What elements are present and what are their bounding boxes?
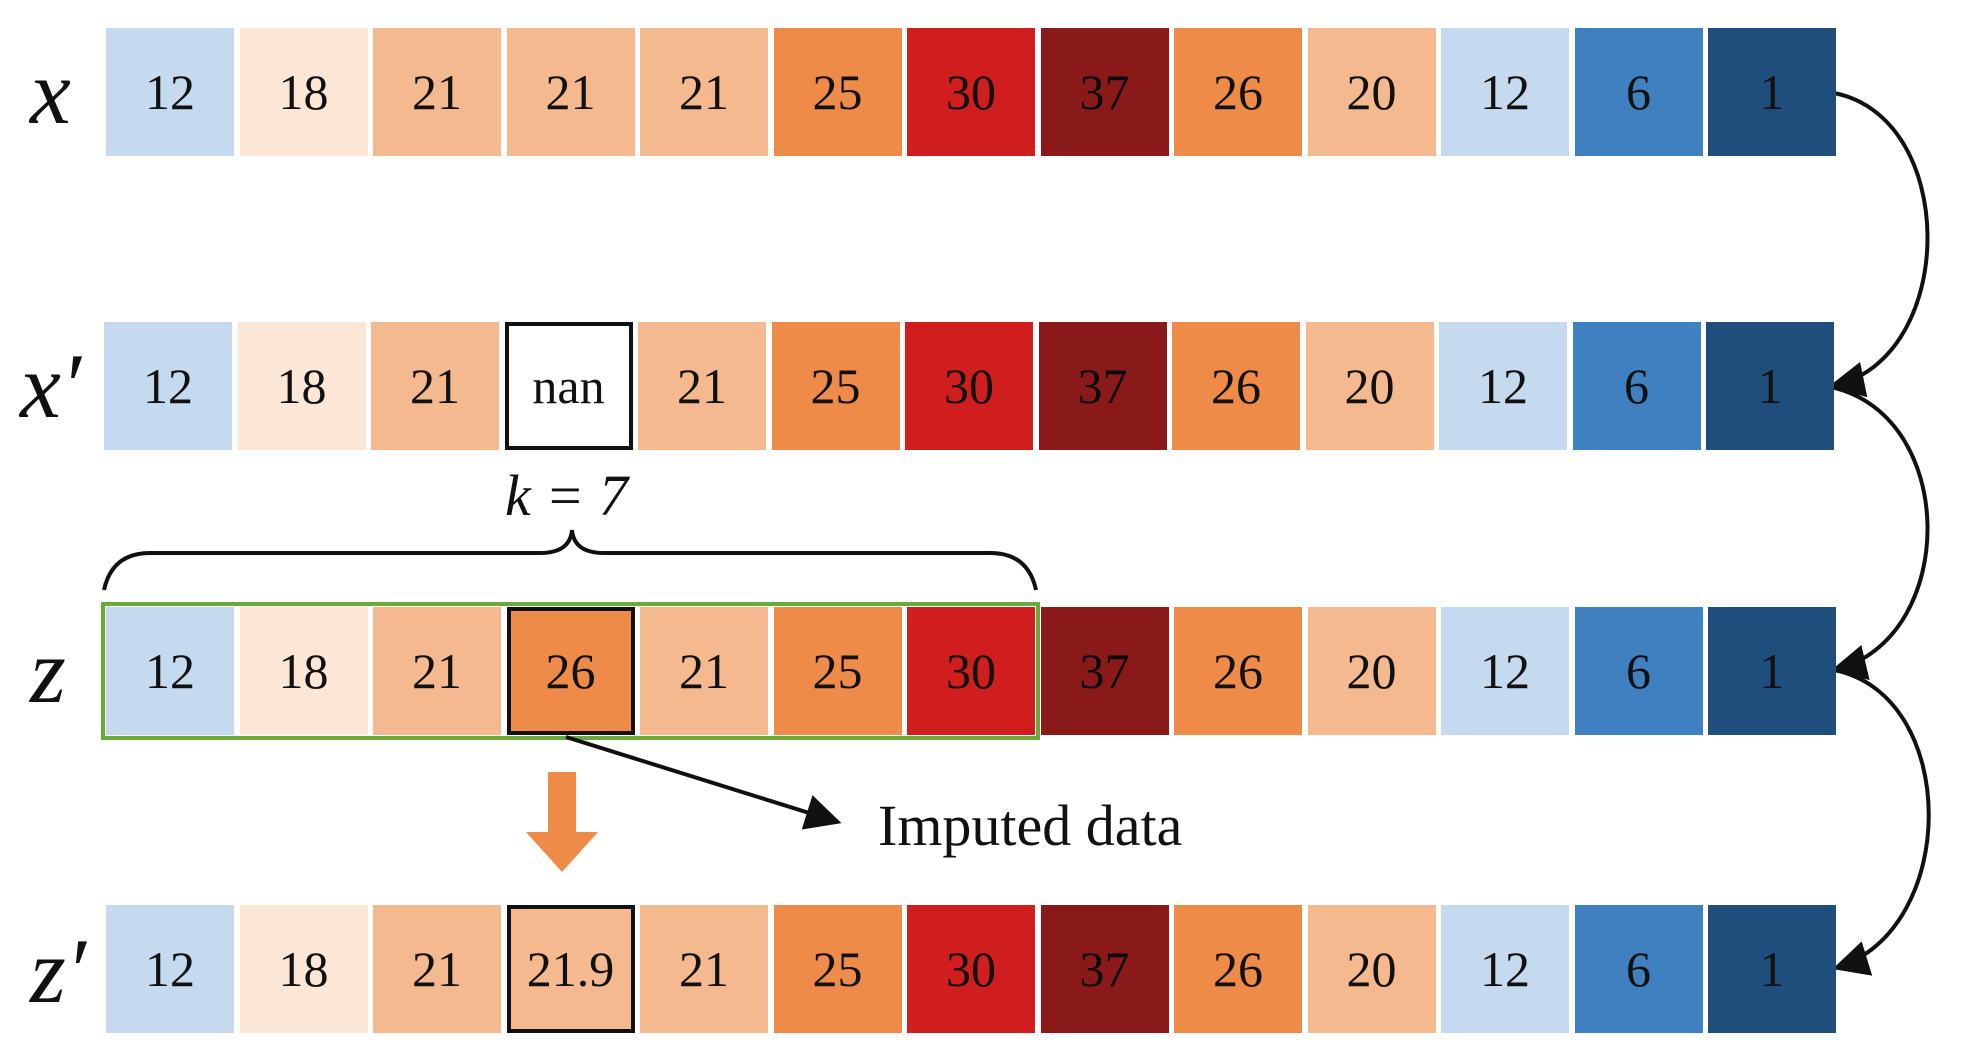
cell-z-prime-6: 30 xyxy=(907,905,1035,1033)
row-transition-arrow-1 xyxy=(1827,90,1930,398)
cell-z-prime-7: 37 xyxy=(1040,905,1169,1033)
cell-z-10: 12 xyxy=(1441,607,1569,735)
cell-z-prime-4: 21 xyxy=(640,905,768,1033)
cell-x-prime-7: 37 xyxy=(1038,322,1167,450)
cell-x-12: 1 xyxy=(1708,28,1836,156)
cell-z-8: 26 xyxy=(1174,607,1302,735)
row-transition-arrow-2 xyxy=(1825,384,1930,680)
cell-z-12: 1 xyxy=(1708,607,1836,735)
cell-x-9: 20 xyxy=(1307,28,1436,156)
cell-x-prime-4: 21 xyxy=(638,322,766,450)
cell-x-prime-2: 21 xyxy=(371,322,499,450)
cell-x-prime-8: 26 xyxy=(1172,322,1300,450)
window-size-label: k = 7 xyxy=(505,463,628,528)
cell-x-prime-12: 1 xyxy=(1706,322,1834,450)
cell-x-4: 21 xyxy=(640,28,768,156)
cell-z-prime-10: 12 xyxy=(1441,905,1569,1033)
cell-z-2: 21 xyxy=(373,607,501,735)
cell-x-prime-6: 30 xyxy=(905,322,1033,450)
cell-z-prime-11: 6 xyxy=(1574,905,1703,1033)
cell-x-prime-3: nan xyxy=(504,322,633,450)
cell-x-8: 26 xyxy=(1174,28,1302,156)
cell-x-3: 21 xyxy=(506,28,635,156)
cell-z-prime-0: 12 xyxy=(106,905,234,1033)
cell-x-0: 12 xyxy=(106,28,234,156)
cell-z-prime-3: 21.9 xyxy=(506,905,635,1033)
cell-z-3: 26 xyxy=(506,607,635,735)
row-transition-arrow-3 xyxy=(1832,668,1931,976)
cell-x-prime-11: 6 xyxy=(1572,322,1701,450)
cell-z-prime-8: 26 xyxy=(1174,905,1302,1033)
cell-z-prime-2: 21 xyxy=(373,905,501,1033)
cell-z-prime-9: 20 xyxy=(1307,905,1436,1033)
cell-z-0: 12 xyxy=(106,607,234,735)
cell-x-prime-9: 20 xyxy=(1305,322,1434,450)
cell-z-prime-1: 18 xyxy=(239,905,368,1033)
cell-x-prime-0: 12 xyxy=(104,322,232,450)
cell-x-7: 37 xyxy=(1040,28,1169,156)
cell-x-prime-5: 25 xyxy=(771,322,900,450)
row-label-z-prime: z′ xyxy=(30,920,86,1022)
imputed-data-label: Imputed data xyxy=(878,793,1183,858)
row-label-z: z xyxy=(30,620,66,722)
cell-z-prime-12: 1 xyxy=(1708,905,1836,1033)
imputed-pointer-arrow xyxy=(565,735,842,830)
cell-z-9: 20 xyxy=(1307,607,1436,735)
cell-x-2: 21 xyxy=(373,28,501,156)
row-label-x-prime: x′ xyxy=(20,335,81,437)
cell-x-11: 6 xyxy=(1574,28,1703,156)
cell-z-1: 18 xyxy=(239,607,368,735)
cell-z-4: 21 xyxy=(640,607,768,735)
cell-x-1: 18 xyxy=(239,28,368,156)
cell-x-10: 12 xyxy=(1441,28,1569,156)
cell-x-prime-1: 18 xyxy=(237,322,366,450)
cell-z-5: 25 xyxy=(773,607,902,735)
cell-z-11: 6 xyxy=(1574,607,1703,735)
cell-x-6: 30 xyxy=(907,28,1035,156)
cell-x-5: 25 xyxy=(773,28,902,156)
cell-z-prime-5: 25 xyxy=(773,905,902,1033)
cell-z-7: 37 xyxy=(1040,607,1169,735)
orange-down-arrow xyxy=(526,772,598,872)
row-label-x: x xyxy=(30,41,71,143)
window-brace xyxy=(102,529,1038,591)
cell-x-prime-10: 12 xyxy=(1439,322,1567,450)
cell-z-6: 30 xyxy=(907,607,1035,735)
